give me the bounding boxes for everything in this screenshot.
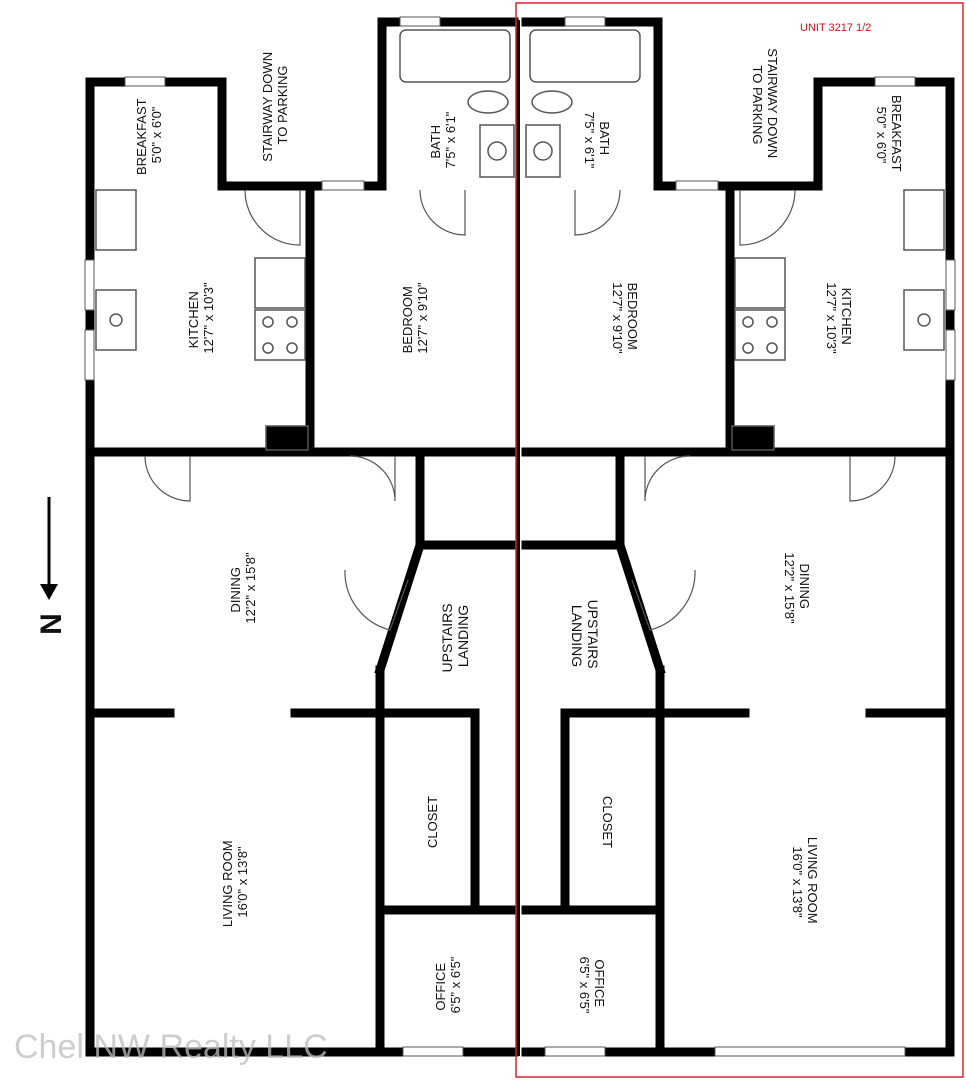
dining-name: DINING	[797, 563, 812, 609]
toilet-icon	[531, 90, 573, 114]
door-icon	[849, 455, 896, 502]
left-unit-labels: BREAKFAST 5'0" x 6'0" STAIRWAY DOWN TO P…	[134, 48, 471, 1014]
counter-icon	[734, 257, 786, 309]
door-icon	[419, 189, 466, 236]
breakfast-name: BREAKFAST	[134, 98, 149, 175]
svg-text:KITCHEN 12'7" x 10'3": KITCHEN 12'7" x 10'3"	[824, 282, 854, 354]
bedroom-name: BEDROOM	[625, 283, 640, 350]
svg-text:BEDROOM 12'7" x 9'10": BEDROOM 12'7" x 9'10"	[610, 282, 640, 354]
unit-highlight-box	[515, 2, 964, 1078]
stair-line-1: STAIRWAY DOWN	[260, 52, 275, 162]
right-unit-labels: BREAKFAST 5'0" x 6'0" STAIRWAY DOWN TO P…	[569, 48, 904, 1014]
door-icon	[644, 455, 691, 502]
upstairs-line-2: LANDING	[569, 605, 585, 667]
svg-text:UPSTAIRS LANDING: UPSTAIRS LANDING	[439, 600, 471, 673]
stove-icon	[254, 309, 306, 361]
door-icon	[349, 455, 396, 502]
office-size: 6'5" x 6'5"	[448, 956, 463, 1013]
office-name: OFFICE	[592, 959, 607, 1007]
breakfast-size: 5'0" x 6'0"	[149, 106, 164, 163]
sink-icon	[525, 124, 561, 178]
breakfast-name: BREAKFAST	[889, 95, 904, 172]
bedroom-size: 12'7" x 9'10"	[610, 282, 625, 354]
bath-name: BATH	[597, 121, 612, 155]
door-icon	[144, 455, 191, 502]
bath-size: 7'5" x 6'1"	[443, 111, 458, 168]
door-icon	[344, 569, 409, 631]
stair-line-2: TO PARKING	[750, 66, 765, 145]
office-size: 6'5" x 6'5"	[577, 957, 592, 1014]
fixtures	[95, 29, 945, 451]
closet-label: CLOSET	[425, 796, 440, 848]
bath-size: 7'5" x 6'1"	[582, 112, 597, 169]
watermark: Chel NW Realty LLC	[14, 1028, 328, 1066]
svg-text:LIVING ROOM 16'0" x 13'8: LIVING ROOM 16'0" x 13'8"	[220, 837, 250, 927]
door-icon	[574, 189, 621, 236]
living-name: LIVING ROOM	[805, 837, 820, 924]
svg-text:BREAKFAST 5'0" x 6'0": BREAKFAST 5'0" x 6'0"	[874, 95, 904, 175]
svg-text:OFFICE 6'5" x 6'5": OFFICE 6'5" x 6'5"	[433, 956, 463, 1013]
svg-text:LIVING ROOM 16'0" x 13'8: LIVING ROOM 16'0" x 13'8"	[790, 837, 820, 927]
svg-text:BREAKFAST 5'0" x 6'0": BREAKFAST 5'0" x 6'0"	[134, 95, 164, 175]
stair-line-1: STAIRWAY DOWN	[765, 48, 780, 158]
counter-icon	[254, 257, 306, 309]
upstairs-line-1: UPSTAIRS	[439, 603, 455, 672]
bathtub-icon	[529, 29, 641, 83]
counter-icon	[903, 189, 945, 251]
upstairs-line-1: UPSTAIRS	[585, 600, 601, 669]
svg-text:KITCHEN 12'7" x 10'3": KITCHEN 12'7" x 10'3"	[186, 282, 216, 354]
dining-size: 12'2" x 15'8"	[243, 552, 258, 624]
stair-line-2: TO PARKING	[275, 66, 290, 145]
door-swings	[144, 189, 896, 631]
sink-basin-icon	[487, 141, 507, 161]
closet-label: CLOSET	[600, 796, 615, 848]
door-icon	[739, 189, 796, 246]
sink-icon	[479, 124, 515, 178]
living-size: 16'0" x 13'8"	[790, 846, 805, 918]
kitchen-name: KITCHEN	[839, 288, 854, 345]
svg-text:BATH 7'5" x 6'1": BATH 7'5" x 6'1"	[582, 112, 612, 169]
bedroom-name: BEDROOM	[400, 286, 415, 353]
upstairs-line-2: LANDING	[455, 605, 471, 667]
left-unit-walls	[85, 17, 519, 1057]
kitchen-name: KITCHEN	[186, 291, 201, 348]
svg-text:DINING 12'2" x 15'8": DINING 12'2" x 15'8"	[228, 552, 258, 624]
svg-text:STAIRWAY DOWN TO PARKING: STAIRWAY DOWN TO PARKING	[750, 48, 780, 161]
kitchen-sink-icon	[95, 289, 137, 351]
bedroom-size: 12'7" x 9'10"	[415, 282, 430, 354]
north-label: N	[35, 613, 68, 635]
svg-text:OFFICE 6'5" x 6'5": OFFICE 6'5" x 6'5"	[577, 957, 607, 1014]
svg-text:BATH 7'5" x 6'1": BATH 7'5" x 6'1"	[428, 111, 458, 168]
fridge-icon	[265, 425, 309, 451]
north-arrow-icon: N	[35, 497, 68, 635]
kitchen-size: 12'7" x 10'3"	[201, 282, 216, 354]
living-name: LIVING ROOM	[220, 840, 235, 927]
svg-text:DINING 12'2" x 15'8": DINING 12'2" x 15'8"	[782, 552, 812, 624]
kitchen-sink-icon	[903, 289, 945, 351]
svg-text:UPSTAIRS LANDING: UPSTAIRS LANDING	[569, 600, 601, 673]
dining-size: 12'2" x 15'8"	[782, 552, 797, 624]
door-icon	[244, 189, 301, 246]
svg-text:BEDROOM 12'7" x 9'10": BEDROOM 12'7" x 9'10"	[400, 282, 430, 354]
toilet-icon	[467, 90, 509, 114]
dining-name: DINING	[228, 567, 243, 613]
bathtub-icon	[399, 29, 511, 83]
unit-label: UNIT 3217 1/2	[800, 22, 871, 34]
door-icon	[631, 569, 696, 631]
svg-text:STAIRWAY DOWN TO PARKING: STAIRWAY DOWN TO PARKING	[260, 48, 290, 161]
living-size: 16'0" x 13'8"	[235, 846, 250, 918]
stove-icon	[734, 309, 786, 361]
fridge-icon	[731, 425, 775, 451]
bath-name: BATH	[428, 125, 443, 159]
counter-icon	[95, 189, 137, 251]
right-unit-walls	[526, 22, 950, 1052]
windows	[84, 16, 956, 1057]
office-name: OFFICE	[433, 963, 448, 1011]
kitchen-size: 12'7" x 10'3"	[824, 282, 839, 354]
breakfast-size: 5'0" x 6'0"	[874, 107, 889, 164]
